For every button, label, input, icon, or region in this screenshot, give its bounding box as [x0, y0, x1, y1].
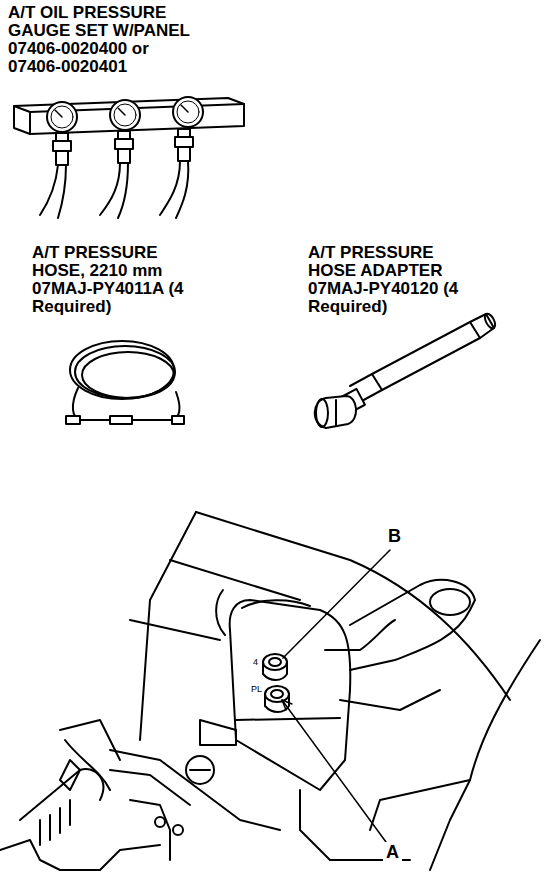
callout-letter: B [385, 526, 404, 546]
leader-line [283, 550, 390, 658]
port-marking: 4 [253, 657, 258, 667]
hose-adapter [315, 312, 498, 428]
tool-name: A/T OIL PRESSURE GAUGE SET W/PANEL 07406… [8, 4, 198, 76]
transmission-housing [0, 512, 540, 870]
arrowhead [282, 700, 292, 710]
port-marking: PL [251, 684, 262, 694]
pressure-hose [66, 341, 184, 424]
tool-name: A/T PRESSURE HOSE, 2210 mm 07MAJ-PY4011A… [32, 244, 197, 316]
gauge-panel [14, 97, 244, 218]
tool-name: A/T PRESSURE HOSE ADAPTER 07MAJ-PY40120 … [308, 244, 483, 316]
leader-line [282, 700, 386, 842]
callout-letter: A [383, 842, 402, 862]
